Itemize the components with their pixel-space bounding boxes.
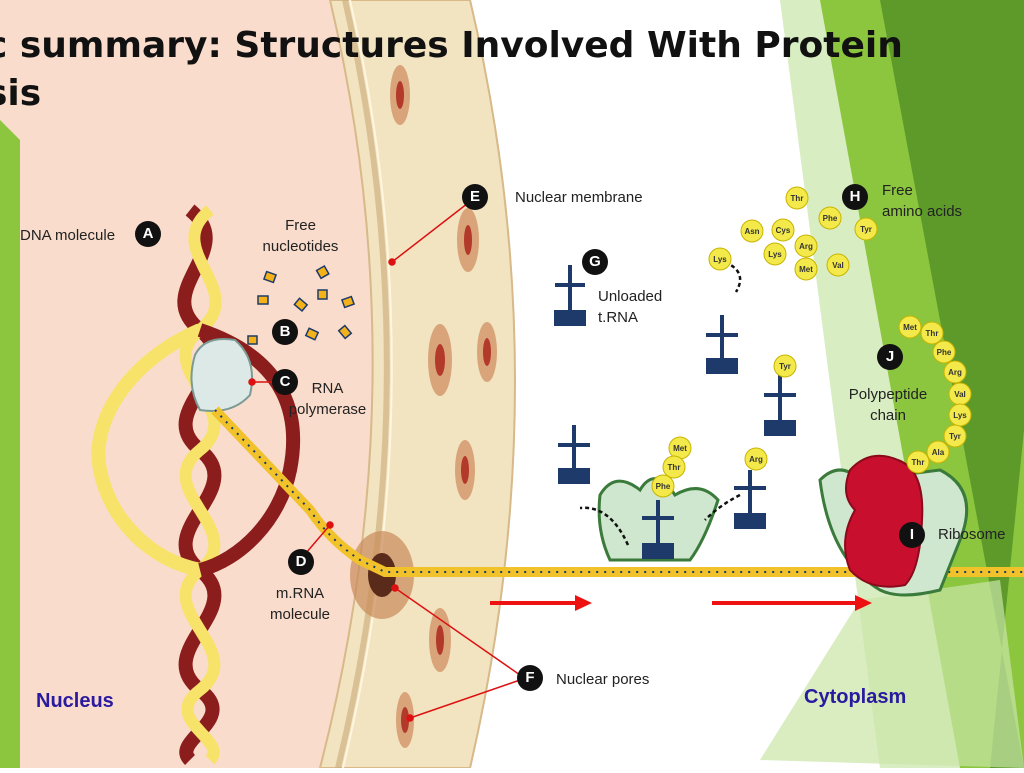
trna-unloaded-2 <box>706 315 738 374</box>
trna-molecules <box>554 265 796 559</box>
trna-in-ribosome <box>642 500 674 559</box>
badge-j: J <box>877 344 903 370</box>
svg-text:Lys: Lys <box>768 250 782 259</box>
free-nucleotides-group <box>247 265 356 345</box>
svg-text:Thr: Thr <box>791 194 804 203</box>
svg-text:Phe: Phe <box>656 482 671 491</box>
svg-text:Met: Met <box>903 323 917 332</box>
badge-d: D <box>288 549 314 575</box>
label-unloaded-trna: Unloaded t.RNA <box>598 288 663 326</box>
svg-text:Thr: Thr <box>668 463 681 472</box>
trna-loaded-1 <box>764 375 796 436</box>
label-free-nucleotides: Free nucleotides <box>262 217 339 255</box>
svg-text:Arg: Arg <box>948 368 962 377</box>
badge-b: B <box>272 319 298 345</box>
svg-text:Phe: Phe <box>937 348 952 357</box>
slide-title: c summary: Structures Involved With Prot… <box>0 22 903 118</box>
slide-title-line-1: c summary: Structures Involved With Prot… <box>0 25 903 66</box>
svg-text:Asn: Asn <box>744 227 759 236</box>
svg-text:Tyr: Tyr <box>860 225 872 234</box>
label-nuclear-membrane: Nuclear membrane <box>515 189 643 206</box>
svg-text:Phe: Phe <box>823 214 838 223</box>
free-amino-acids: Thr Phe Tyr Asn Cys Arg Lys Lys Met Val <box>708 186 878 281</box>
polypeptide-chain-beads: Met Thr Phe Arg Val Lys Tyr Ala Thr <box>898 315 972 474</box>
svg-text:Met: Met <box>673 444 687 453</box>
trna-unloaded-1 <box>554 265 586 326</box>
ribosome-right <box>818 454 969 597</box>
svg-text:Thr: Thr <box>926 329 939 338</box>
label-free-amino-acids: Free amino acids <box>882 182 963 220</box>
membrane-pores <box>390 65 497 748</box>
membrane-inner-line <box>335 0 390 769</box>
trna-attached-amino-acids: Met Thr Phe Arg Tyr <box>651 354 797 498</box>
region-label-nucleus: Nucleus <box>36 690 114 712</box>
svg-text:Val: Val <box>832 261 844 270</box>
region-label-cytoplasm: Cytoplasm <box>804 686 907 708</box>
svg-text:Arg: Arg <box>749 455 763 464</box>
label-polypeptide-chain: Polypeptide chain <box>848 386 928 424</box>
svg-text:Cys: Cys <box>776 226 791 235</box>
membrane-inner-highlight <box>342 0 393 769</box>
trna-unloaded-3 <box>558 425 590 484</box>
left-green-strip <box>0 120 20 768</box>
svg-text:Tyr: Tyr <box>779 362 791 371</box>
rna-polymerase-shape <box>190 338 254 412</box>
label-rna-polymerase: RNA polymerase <box>288 380 367 418</box>
svg-text:Lys: Lys <box>953 411 967 420</box>
translation-direction-arrows <box>490 595 872 611</box>
nucleus-region <box>0 0 373 768</box>
badge-e: E <box>462 184 488 210</box>
trna-loaded-2 <box>734 470 766 529</box>
green-band-lower <box>760 580 1024 768</box>
pointer-lines <box>248 199 521 722</box>
svg-text:Thr: Thr <box>912 458 925 467</box>
svg-text:Arg: Arg <box>799 242 813 251</box>
svg-text:Lys: Lys <box>713 255 727 264</box>
badge-h: H <box>842 184 868 210</box>
badge-f: F <box>517 665 543 691</box>
svg-text:Val: Val <box>954 390 966 399</box>
dna-double-helix <box>91 204 301 765</box>
badge-c: C <box>272 369 298 395</box>
badge-g: G <box>582 249 608 275</box>
label-nuclear-pores: Nuclear pores <box>556 671 650 688</box>
svg-text:Ala: Ala <box>932 448 945 457</box>
badge-a: A <box>135 221 161 247</box>
svg-text:Tyr: Tyr <box>949 432 961 441</box>
svg-text:Met: Met <box>799 265 813 274</box>
badge-i: I <box>899 522 925 548</box>
mrna-bases <box>214 409 1024 573</box>
label-dna-molecule: DNA molecule <box>20 227 116 244</box>
label-mrna-molecule: m.RNA molecule <box>269 585 331 623</box>
slide-title-line-2: sis <box>0 73 42 114</box>
label-ribosome: Ribosome <box>938 526 1006 543</box>
